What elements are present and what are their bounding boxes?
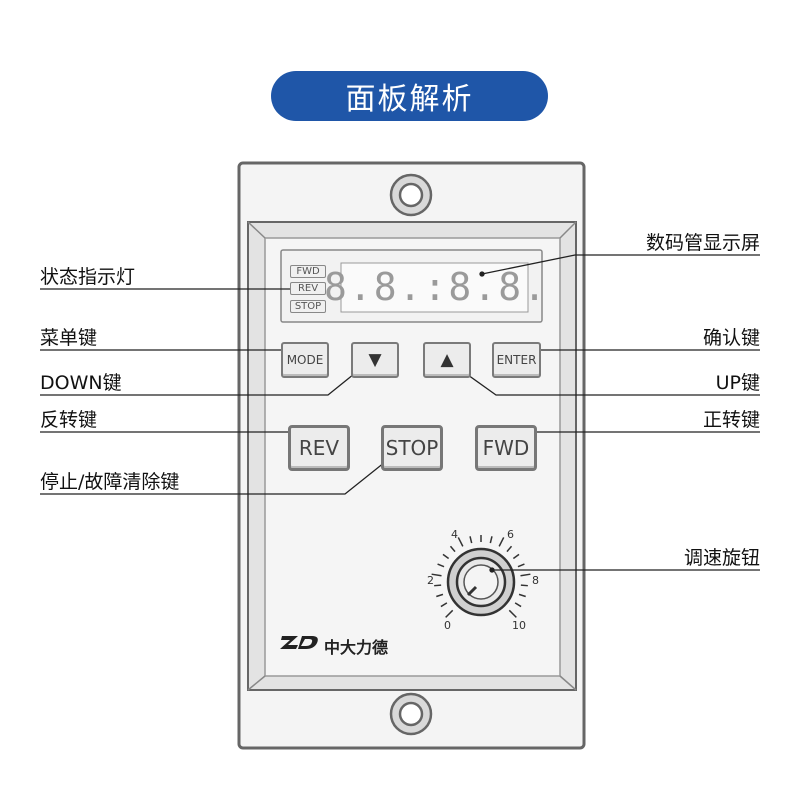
label-down-key: DOWN键 (40, 372, 122, 394)
knob-tick (431, 573, 442, 577)
knob-tick (489, 536, 493, 544)
rev-button[interactable]: REV (288, 425, 350, 471)
indicator-fwd: FWD (290, 265, 326, 278)
knob-tick (518, 593, 526, 598)
knob-tick (469, 536, 473, 544)
enter-button[interactable]: ENTER (492, 342, 541, 378)
scale-label-8: 8 (532, 574, 539, 587)
up-button[interactable]: ▲ (423, 342, 471, 378)
indicator-rev: REV (290, 282, 326, 295)
scale-label-6: 6 (507, 528, 514, 541)
knob-tick (449, 545, 456, 553)
knob-tick (514, 602, 522, 608)
label-status-lights: 状态指示灯 (40, 266, 136, 288)
scale-label-10: 10 (512, 619, 526, 632)
knob-pointer (466, 585, 478, 597)
scale-label-0: 0 (444, 619, 451, 632)
brand-name: 中大力德 (324, 638, 389, 657)
label-stop-key: 停止/故障清除键 (40, 471, 180, 493)
knob-tick (445, 609, 454, 618)
knob-tick (520, 584, 528, 587)
knob-tick (520, 573, 531, 577)
brand-logo (280, 636, 318, 649)
label-up-key: UP键 (715, 372, 760, 394)
knob-tick (442, 553, 450, 560)
knob-tick (506, 545, 513, 553)
knob-tick (440, 602, 448, 608)
knob-tick (517, 563, 525, 568)
indicator-stop: STOP (290, 300, 326, 313)
label-enter-key: 确认键 (702, 327, 760, 349)
scale-label-4: 4 (451, 528, 458, 541)
knob-tick (457, 537, 464, 547)
knob-tick (508, 609, 517, 618)
down-button[interactable]: ▼ (351, 342, 399, 378)
stop-button[interactable]: STOP (381, 425, 443, 471)
label-reverse-key: 反转键 (40, 409, 98, 431)
label-menu-key: 菜单键 (40, 327, 98, 349)
knob-tick (512, 553, 520, 560)
fwd-button[interactable]: FWD (475, 425, 537, 471)
knob-tick (434, 584, 442, 587)
segment-display: 8.8.:8.8. (324, 265, 548, 309)
mode-button[interactable]: MODE (281, 342, 329, 378)
scale-label-2: 2 (427, 574, 434, 587)
label-forward-key: 正转键 (702, 409, 760, 431)
knob-tick (437, 563, 445, 568)
knob-tick (436, 593, 444, 598)
label-display: 数码管显示屏 (645, 232, 760, 254)
page-title: 面板解析 (271, 71, 548, 121)
knob-tick (498, 537, 505, 547)
label-speed-knob: 调速旋钮 (683, 547, 760, 569)
